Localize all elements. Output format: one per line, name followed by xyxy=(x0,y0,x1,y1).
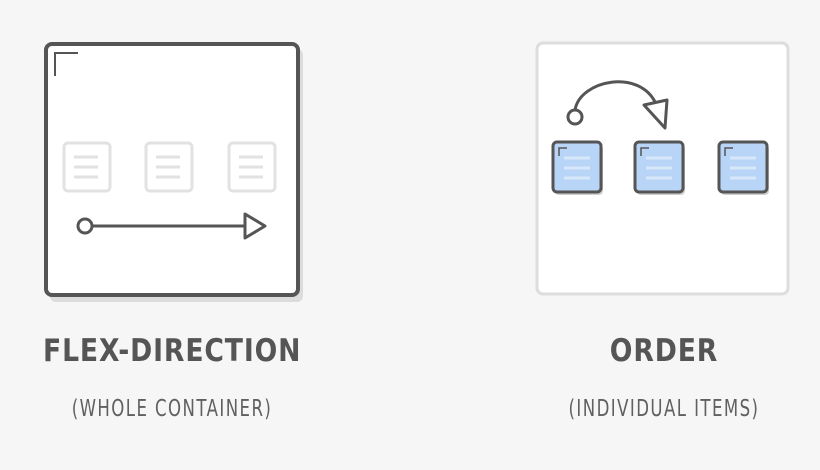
flex-direction-subtitle: (WHOLE CONTAINER) xyxy=(71,396,273,422)
flex-item-1 xyxy=(62,141,112,193)
order-item-2 xyxy=(633,140,685,195)
corner-mark xyxy=(54,52,78,76)
direction-arrow-icon xyxy=(76,212,267,240)
order-illustration xyxy=(535,41,790,296)
reorder-arrow-icon xyxy=(566,80,669,130)
flex-item-2 xyxy=(144,141,194,193)
order-title: ORDER xyxy=(609,333,719,369)
order-item-3 xyxy=(717,140,769,195)
order-subtitle: (INDIVIDUAL ITEMS) xyxy=(568,396,760,422)
flex-direction-illustration xyxy=(44,42,303,302)
flex-direction-title: FLEX-DIRECTION xyxy=(43,333,302,369)
order-item-1 xyxy=(551,140,603,195)
flex-item-3 xyxy=(227,141,277,193)
